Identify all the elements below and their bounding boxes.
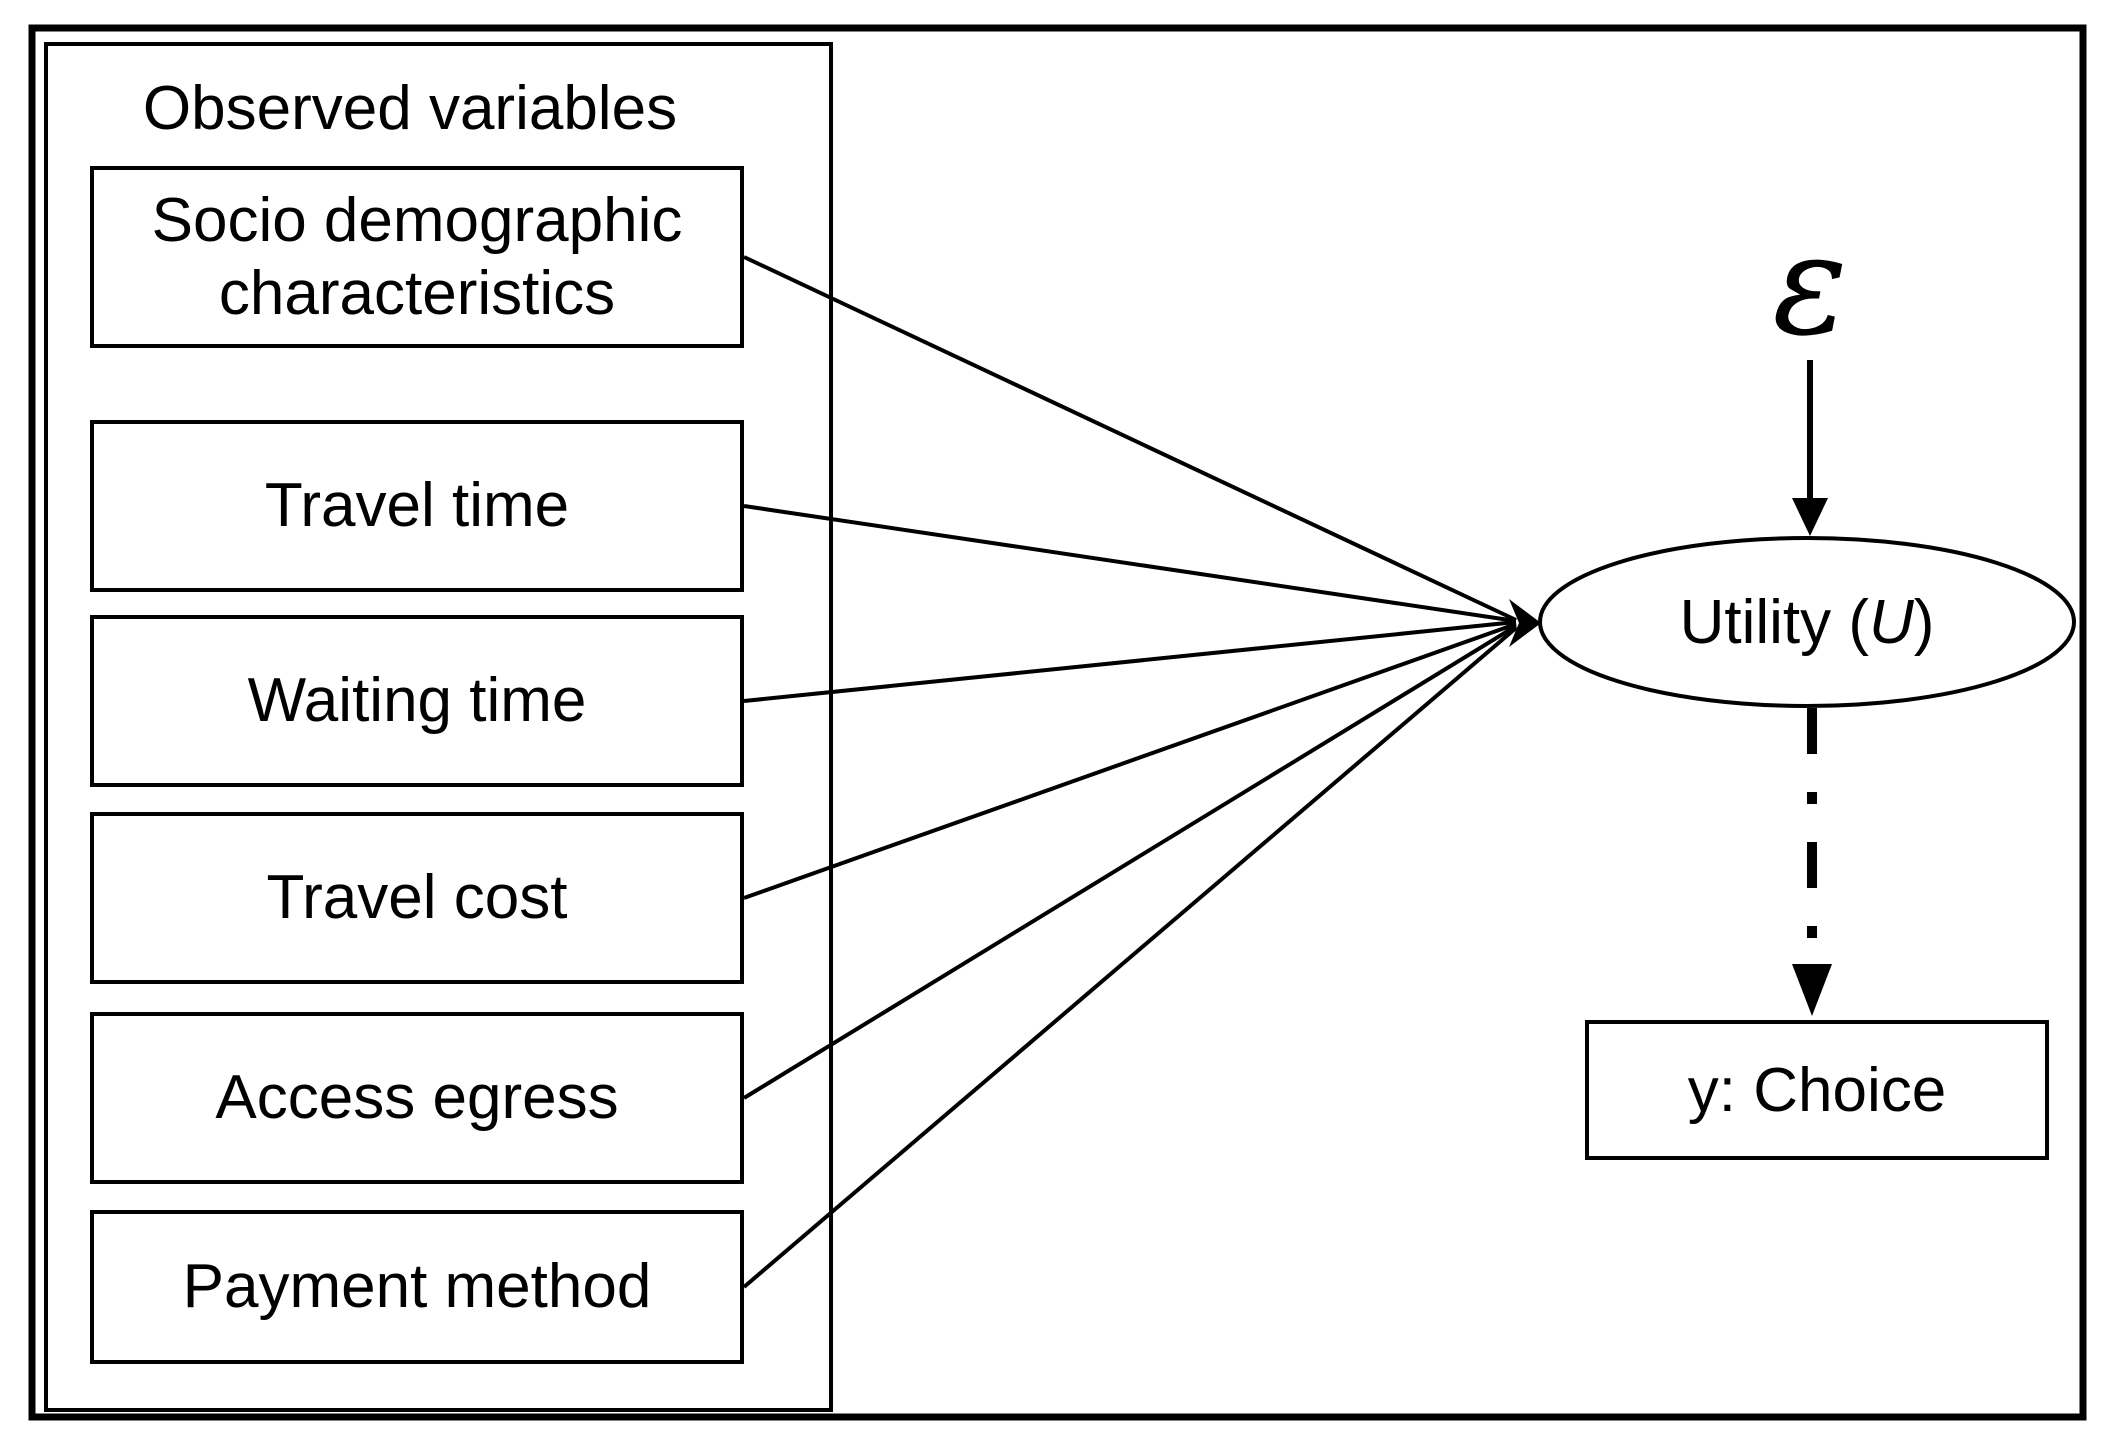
outer-frame <box>28 24 2087 1421</box>
utility-label: Utility (U) <box>1579 560 2035 684</box>
utility-label-close: ) <box>1913 587 1935 657</box>
observed-box-socio-demographic: Socio demographic characteristics <box>90 166 744 348</box>
epsilon-arrowhead <box>1792 498 1828 536</box>
connector-line-socio-demographic <box>743 255 1517 622</box>
utility-label-name: Utility ( <box>1679 587 1869 657</box>
epsilon-symbol: ε <box>1772 203 1848 367</box>
utility-choice-arrowhead <box>1792 964 1832 1016</box>
observed-box-access-egress: Access egress <box>90 1012 744 1184</box>
connector-line-travel-time <box>743 504 1517 623</box>
connector-line-payment-method <box>742 626 1518 1289</box>
observed-box-travel-time: Travel time <box>90 420 744 592</box>
convergence-arrowhead <box>1509 599 1541 647</box>
utility-ellipse <box>1538 536 2076 708</box>
panel-title: Observed variables <box>142 73 678 143</box>
choice-label: y: Choice <box>1687 1055 1947 1125</box>
utility-label-symbol: U <box>1868 587 1914 657</box>
observed-panel-frame <box>44 42 833 1412</box>
observed-box-payment-method: Payment method <box>90 1210 744 1364</box>
observed-box-waiting-time: Waiting time <box>90 615 744 787</box>
connector-line-travel-cost <box>743 622 1517 900</box>
choice-box: y: Choice <box>1585 1020 2049 1160</box>
connector-line-access-egress <box>742 624 1518 1100</box>
connector-line-waiting-time <box>743 620 1517 703</box>
observed-box-travel-cost: Travel cost <box>90 812 744 984</box>
